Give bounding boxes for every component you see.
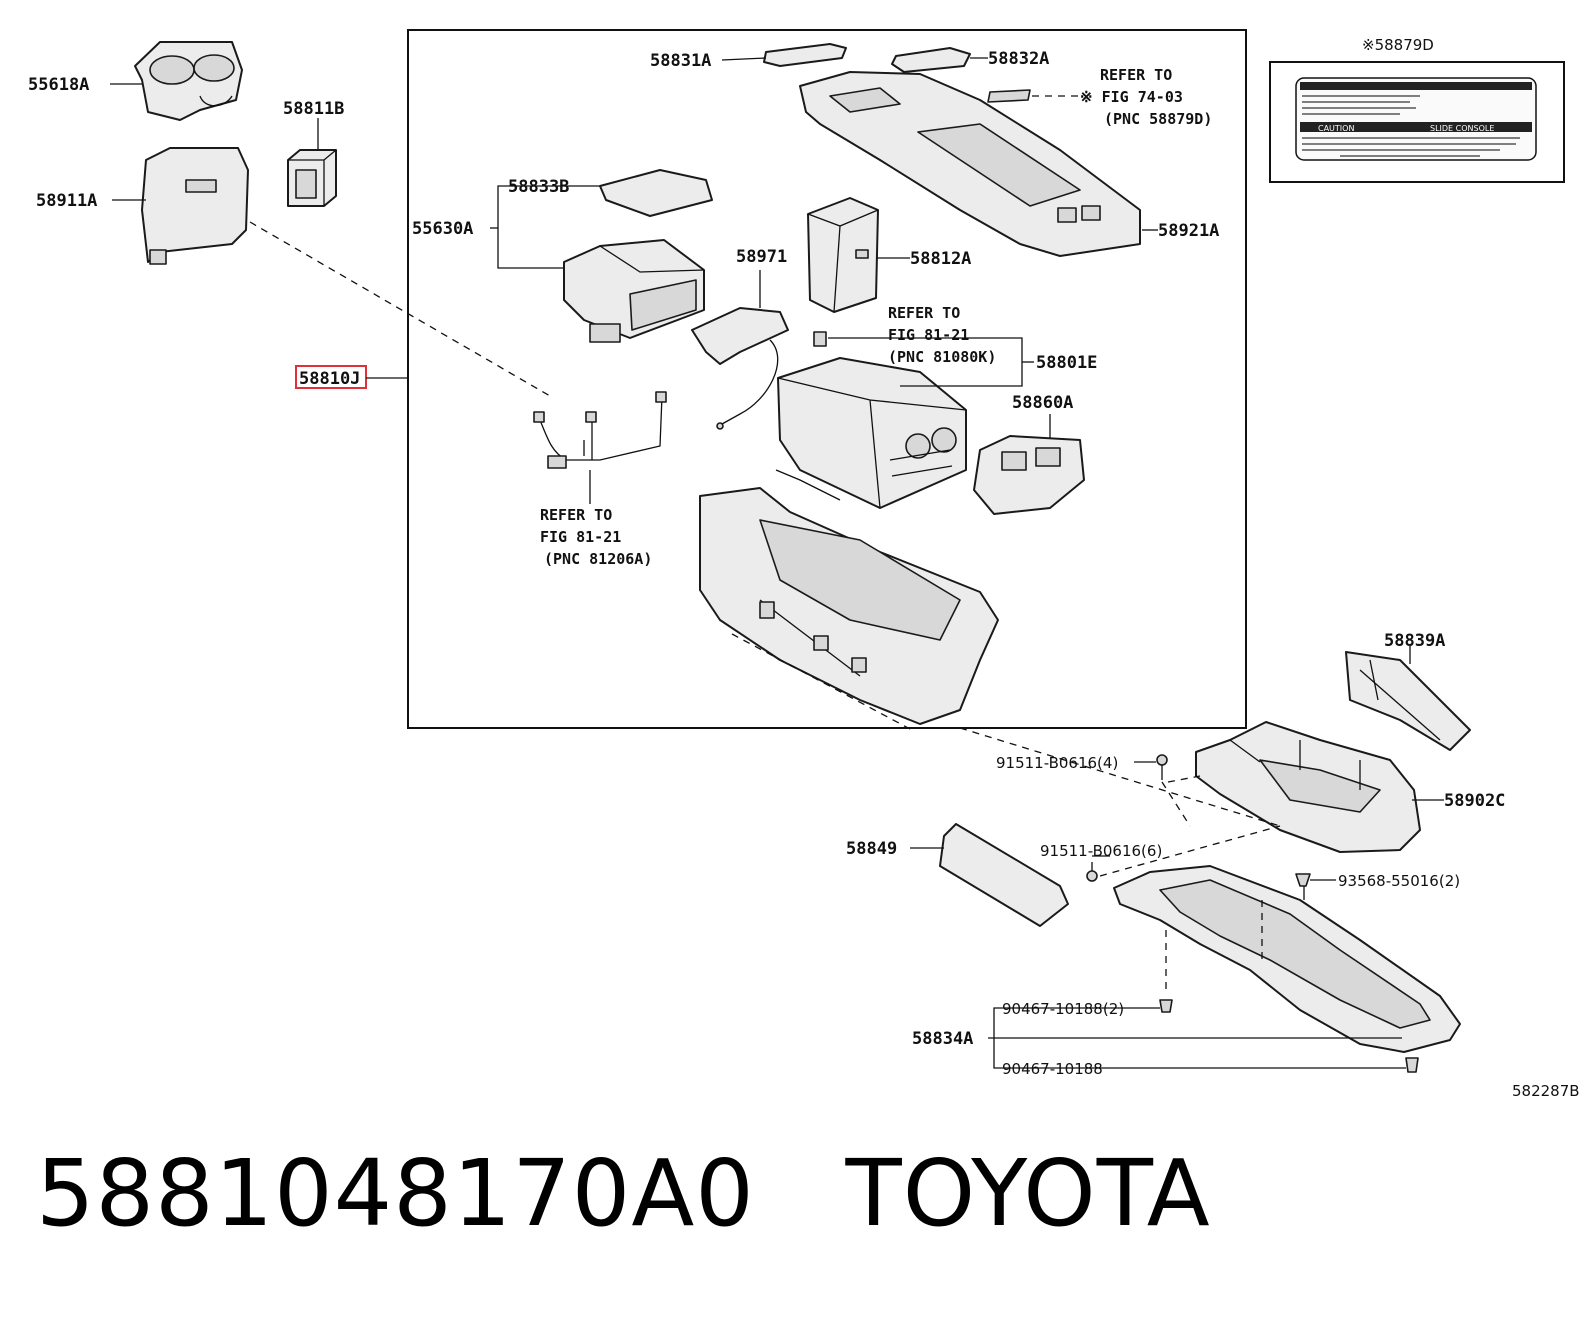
note-refer2-line3: (PNC 81080K) (888, 348, 996, 366)
label-58812A: 58812A (910, 249, 971, 269)
leader-dashed (249, 221, 551, 397)
pocket-box-part (287, 149, 337, 207)
box-55630A-part (563, 239, 705, 343)
screw-part-1 (1156, 754, 1168, 780)
lid-58832A-part (891, 47, 971, 73)
bracket-58971-part (691, 307, 789, 430)
label-screw2: 91511-B0616(6) (1040, 842, 1162, 860)
label-58971: 58971 (736, 247, 787, 267)
screw-part-2 (1086, 862, 1098, 882)
label-55618A: 55618A (28, 75, 89, 95)
label-58849: 58849 (846, 839, 897, 859)
label-58801E: 58801E (1036, 353, 1097, 373)
lower-console-part (699, 469, 999, 725)
note-refer3-line1: REFER TO (540, 506, 612, 524)
rail-58839A-part (1345, 651, 1471, 751)
caution-heading-left: CAUTION (1318, 124, 1354, 133)
label-58879D: ※58879D (1362, 36, 1434, 54)
vent-58860A-part (973, 435, 1085, 515)
caution-heading-right: SLIDE CONSOLE (1430, 124, 1494, 133)
note-refer1-line3: (PNC 58879D) (1104, 110, 1212, 128)
label-clip2: 90467-10188(2) (1002, 1000, 1124, 1018)
tray-58834A-part (1113, 865, 1461, 1053)
note-refer3-line2: FIG 81-21 (540, 528, 621, 546)
console-box-58801E-part (777, 357, 967, 509)
label-screw1: 91511-B0616(4) (996, 754, 1118, 772)
brand-name: TOYOTA (845, 1140, 1211, 1247)
caution-label-box (1269, 61, 1565, 183)
small-clip-part (813, 331, 827, 347)
label-58833B: 58833B (508, 177, 569, 197)
note-refer2-line1: REFER TO (888, 304, 960, 322)
trim-58849-part (939, 823, 1069, 927)
label-58839A: 58839A (1384, 631, 1445, 651)
upper-panel-58921A-part (799, 71, 1141, 257)
caution-sticker: CAUTION SLIDE CONSOLE (1295, 77, 1537, 161)
note-refer1-line2: ※ FIG 74-03 (1080, 88, 1183, 106)
cup-insert-58812A-part (807, 197, 879, 313)
note-refer2-line2: FIG 81-21 (888, 326, 969, 344)
label-55630A: 55630A (412, 219, 473, 239)
label-58834A: 58834A (912, 1029, 973, 1049)
clip-part-2 (1159, 999, 1173, 1013)
label-58860A: 58860A (1012, 393, 1073, 413)
label-58921A: 58921A (1158, 221, 1219, 241)
label-58831A: 58831A (650, 51, 711, 71)
label-clip3: 90467-10188 (1002, 1060, 1103, 1078)
clip-part-3 (1405, 1057, 1419, 1073)
note-refer3-line3: (PNC 81206A) (544, 550, 652, 568)
label-clip1: 93568-55016(2) (1338, 872, 1460, 890)
label-58911A: 58911A (36, 191, 97, 211)
wire-harness-part (533, 391, 667, 469)
bracket-58902C-part (1195, 721, 1421, 853)
label-58811B: 58811B (283, 99, 344, 119)
highlight-58810J (295, 365, 367, 389)
label-58810J: 58810J (299, 369, 360, 389)
clip-part-1 (1295, 873, 1311, 900)
lid-58833B-part (599, 169, 713, 217)
part-number: 5881048170A0 (36, 1140, 755, 1247)
label-58832A: 58832A (988, 49, 1049, 69)
diagram-id: 582287B (1512, 1082, 1580, 1100)
label-58902C: 58902C (1444, 791, 1505, 811)
assembly-frame (407, 29, 1247, 729)
panel-58911A-part (141, 147, 249, 265)
note-refer1-line1: REFER TO (1100, 66, 1172, 84)
cup-holder-part (134, 41, 243, 121)
lid-58831A-part (763, 43, 847, 67)
footer-title: 5881048170A0 TOYOTA (36, 1140, 1211, 1247)
